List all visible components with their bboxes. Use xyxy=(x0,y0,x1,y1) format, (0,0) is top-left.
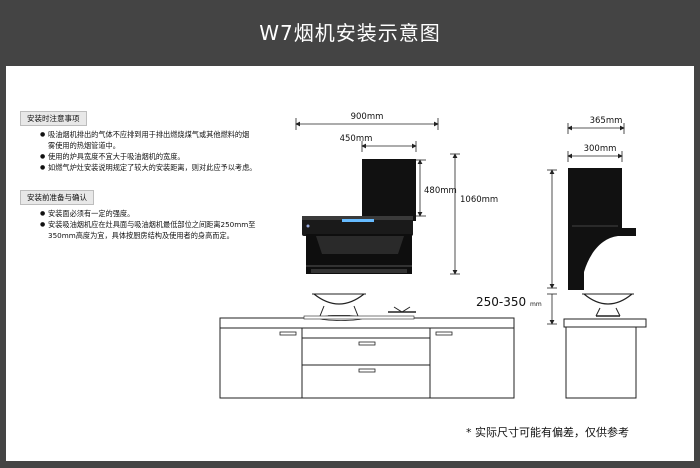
dimension-panel-height: 480mm xyxy=(416,159,457,217)
dimension-side-height xyxy=(547,169,557,289)
dim-label-install-unit: mm xyxy=(530,301,542,308)
dim-label-1060: 1060mm xyxy=(460,195,498,205)
section-heading-preparation: 安装前准备与确认 xyxy=(20,190,94,205)
hood-side-body xyxy=(568,168,636,290)
dim-label-365: 365mm xyxy=(590,116,623,126)
dim-label-450: 450mm xyxy=(340,134,373,144)
dim-label-install-height: 250-350 xyxy=(476,295,526,309)
cabinet-front xyxy=(219,293,515,399)
dimension-width-total: 900mm xyxy=(295,112,439,130)
hood-glass-panel xyxy=(362,159,416,221)
precautions-list: 吸油烟机排出的气体不应排到用于排出燃烧煤气或其他燃料的烟 雾使用的热烟管道中。 … xyxy=(40,129,290,173)
note-item: 安装面必须有一定的强度。 xyxy=(40,208,290,219)
hood-front-view xyxy=(302,159,416,274)
dimension-depth-total: 365mm xyxy=(567,116,625,134)
burner-right xyxy=(388,306,416,313)
page-title: W7烟机安装示意图 xyxy=(259,21,441,45)
note-item: 使用的炉具宽度不宜大于吸油烟机的宽度。 xyxy=(40,151,290,162)
dim-label-900: 900mm xyxy=(351,112,384,122)
cabinet-side xyxy=(563,293,647,399)
section-heading-precautions: 安装时注意事项 xyxy=(20,111,87,126)
dimension-width-panel: 450mm xyxy=(340,134,417,152)
dim-label-480: 480mm xyxy=(424,186,457,196)
note-item: 雾使用的热烟管道中。 xyxy=(48,141,120,150)
installation-diagram: 900mm 450mm 480mm 1060mm xyxy=(219,112,647,399)
dimension-depth-top: 300mm xyxy=(567,144,623,162)
preparation-list: 安装面必须有一定的强度。 安装吸油烟机应在灶具面与吸油烟机最低部位之间距离250… xyxy=(40,208,290,241)
countertop xyxy=(219,317,515,329)
note-item: 吸油烟机排出的气体不应排到用于排出燃烧煤气或其他燃料的烟 xyxy=(40,129,290,140)
dimension-install-height: 250-350 mm xyxy=(476,293,557,325)
hood-body xyxy=(302,216,413,236)
footer-disclaimer: * 实际尺寸可能有偏差，仅供参考 xyxy=(466,426,629,439)
note-item: 如燃气炉灶安装说明规定了较大的安装距离，则对此应予以考虑。 xyxy=(40,162,290,173)
dim-label-300: 300mm xyxy=(584,144,617,154)
dimension-total-height: 1060mm xyxy=(450,153,498,275)
hood-side-view xyxy=(568,168,636,290)
wok-left xyxy=(312,293,366,317)
diagram-panel: 安装时注意事项 吸油烟机排出的气体不应排到用于排出燃烧煤气或其他燃料的烟 雾使用… xyxy=(6,66,694,461)
note-item: 安装吸油烟机应在灶具面与吸油烟机最低部位之间距离250mm至 xyxy=(40,219,290,230)
note-item: 350mm高度为宜，具体按厨房结构及使用者的身高而定。 xyxy=(48,231,234,240)
